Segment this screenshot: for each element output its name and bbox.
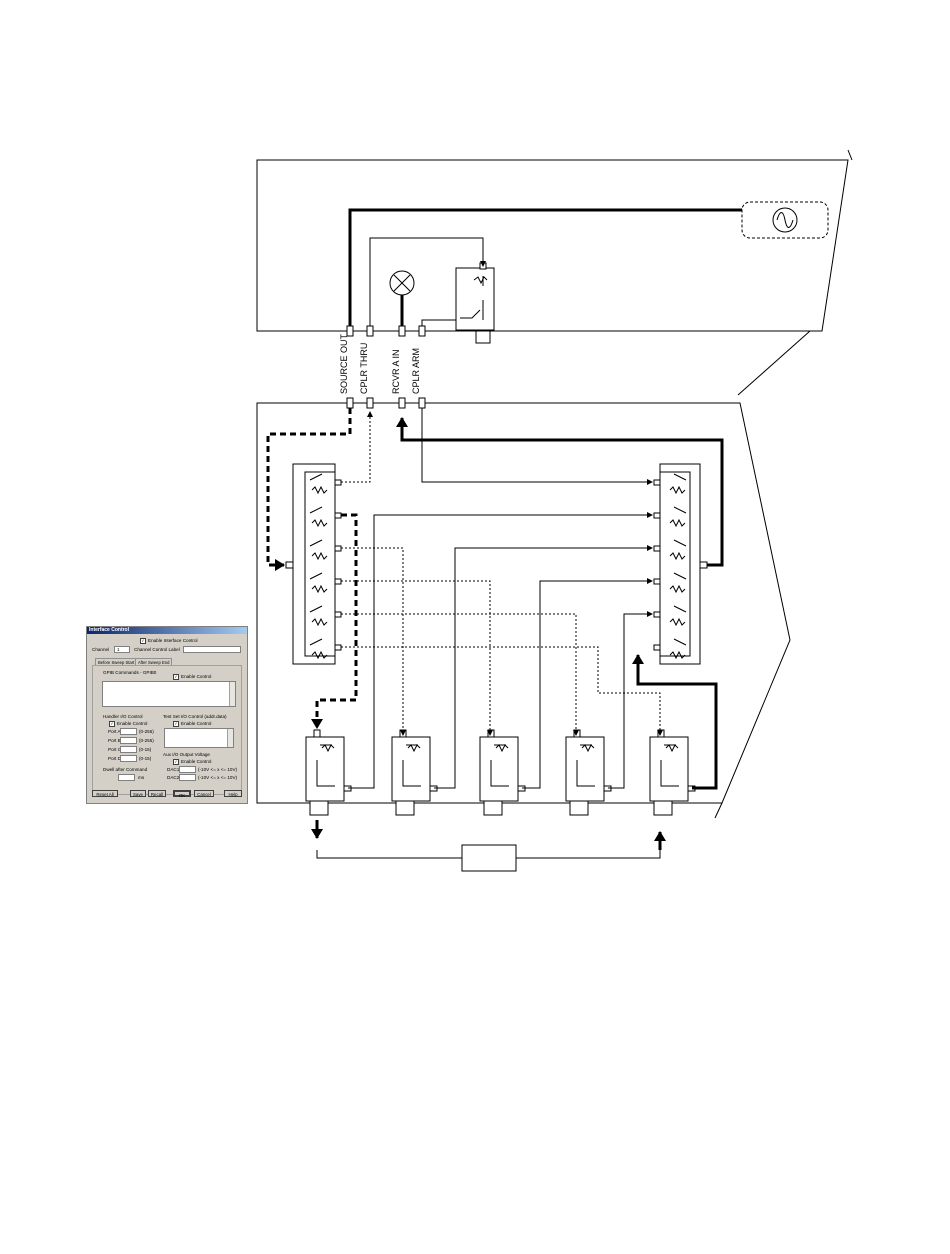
cplr-thru-return-line (341, 411, 373, 483)
left-switch-matrix (285, 463, 342, 665)
cplr-arm-line (421, 319, 456, 332)
port-module-2 (391, 729, 438, 816)
dac1-input[interactable] (179, 766, 196, 773)
left-out-4-line (341, 613, 579, 736)
aux-enable-label: Enable Control (181, 759, 212, 764)
recall-button[interactable]: Recall (148, 790, 166, 797)
enable-interface-checkbox[interactable]: ✓ (140, 638, 146, 644)
cplr-thru-label: CPLR THRU (359, 343, 369, 394)
port-b-range: (0-255) (139, 738, 154, 743)
port-c-input[interactable] (120, 746, 137, 753)
reset-all-button[interactable]: Reset All (92, 790, 118, 797)
rcvr-a-in-label: RCVR A IN (391, 349, 401, 394)
port-modules (305, 729, 696, 816)
channel-select[interactable]: 1 (114, 646, 130, 653)
tab-after-sweep-end[interactable]: After Sweep End (135, 658, 173, 666)
left-out-5-line (341, 646, 663, 736)
interface-control-dialog: Interface Control ✓ Enable Interface Con… (86, 626, 248, 804)
test-set-enable-checkbox[interactable]: ✓ (173, 721, 179, 727)
left-out-3-line (341, 580, 493, 736)
dac2-input[interactable] (179, 774, 196, 781)
channel-value: 1 (117, 647, 120, 652)
dac1-label: DAC1 (167, 767, 180, 772)
port-b-label: Port B (108, 738, 121, 743)
rf-source (741, 201, 829, 239)
left-out-2-line (341, 547, 406, 736)
tab-panel (92, 665, 242, 795)
dwell-input[interactable] (118, 774, 135, 781)
module-4-arm-line (608, 611, 653, 789)
test-set-enable-label: Enable Control (181, 721, 212, 726)
port-module-1 (305, 729, 352, 816)
dwell-unit: ms (138, 775, 145, 780)
test-set-scrollbar[interactable] (227, 729, 233, 747)
port-a-label: Port A (108, 729, 121, 734)
left-out-1-line (311, 513, 358, 729)
module-3-arm-line (522, 578, 653, 789)
port-b-input[interactable] (120, 737, 137, 744)
port-c-label: Port C (108, 747, 122, 752)
test-set-io-label: Test Set I/O Control (addr.data) (163, 714, 227, 719)
gpib-commands-label: GPIB Commands - GPIB0 (103, 670, 157, 675)
handler-enable-label: Enable Control (117, 721, 148, 726)
cplr-arm-route-line (421, 408, 653, 485)
save-button[interactable]: Save (130, 790, 146, 797)
cplr-thru-line (369, 237, 486, 332)
help-button[interactable]: Help (224, 790, 242, 797)
enable-interface-label: Enable Interface Control (148, 638, 198, 643)
ok-button[interactable]: OK (173, 790, 191, 798)
gpib-scrollbar[interactable] (229, 682, 235, 706)
module-5-arm-line (632, 654, 718, 790)
dut-box (461, 844, 517, 872)
port-module-3 (479, 729, 526, 816)
gpib-commands-text[interactable] (102, 681, 236, 707)
port-c-range: (0-15) (139, 747, 152, 752)
analyzer-outline (256, 159, 849, 332)
dac1-range: (-10V <= x <= 10V) (198, 767, 238, 772)
source-out-line (348, 208, 742, 332)
gpib-enable-label: Enable Control (181, 674, 212, 679)
right-switch-matrix (653, 463, 708, 665)
analyzer-port-connectors (346, 325, 426, 409)
dut-loop-line (316, 850, 661, 859)
aux-io-label: Aux I/O Output Voltage (163, 752, 210, 757)
port-d-input[interactable] (120, 755, 137, 762)
test-set-io-text[interactable] (164, 728, 234, 748)
cancel-button[interactable]: Cancel (194, 790, 214, 797)
port-a-input[interactable] (120, 728, 137, 735)
rcvr-a-in-return-line (396, 417, 724, 567)
port-module-4 (565, 729, 612, 816)
gpib-enable-checkbox[interactable]: ✓ (173, 674, 179, 680)
source-out-label: SOURCE OUT (339, 333, 349, 394)
handler-enable-checkbox[interactable]: ✓ (109, 721, 115, 727)
port-module-5 (649, 729, 696, 816)
dac2-label: DAC2 (167, 775, 180, 780)
cplr-arm-label: CPLR ARM (411, 348, 421, 394)
aux-enable-checkbox[interactable]: ✓ (173, 759, 179, 765)
channel-label: Channel (92, 647, 110, 652)
receiver-mixer (389, 270, 415, 296)
handler-io-label: Handler I/O Control (103, 714, 143, 719)
dialog-title: Interface Control (87, 627, 247, 634)
module-2-arm-line (434, 545, 653, 789)
port-a-range: (0-255) (139, 729, 154, 734)
port-d-range: (0-15) (139, 756, 152, 761)
channel-control-label: Channel Control Label (134, 647, 180, 652)
reference-switch (455, 262, 495, 344)
channel-control-label-input[interactable] (183, 646, 241, 653)
test-set-outline (256, 149, 853, 819)
dac2-range: (-10V <= x <= 10V) (198, 775, 238, 780)
port-d-label: Port D (108, 756, 122, 761)
dwell-label: Dwell after Command (103, 767, 148, 772)
module-1-arm-line (348, 512, 653, 789)
source-to-matrix-line (266, 408, 352, 571)
